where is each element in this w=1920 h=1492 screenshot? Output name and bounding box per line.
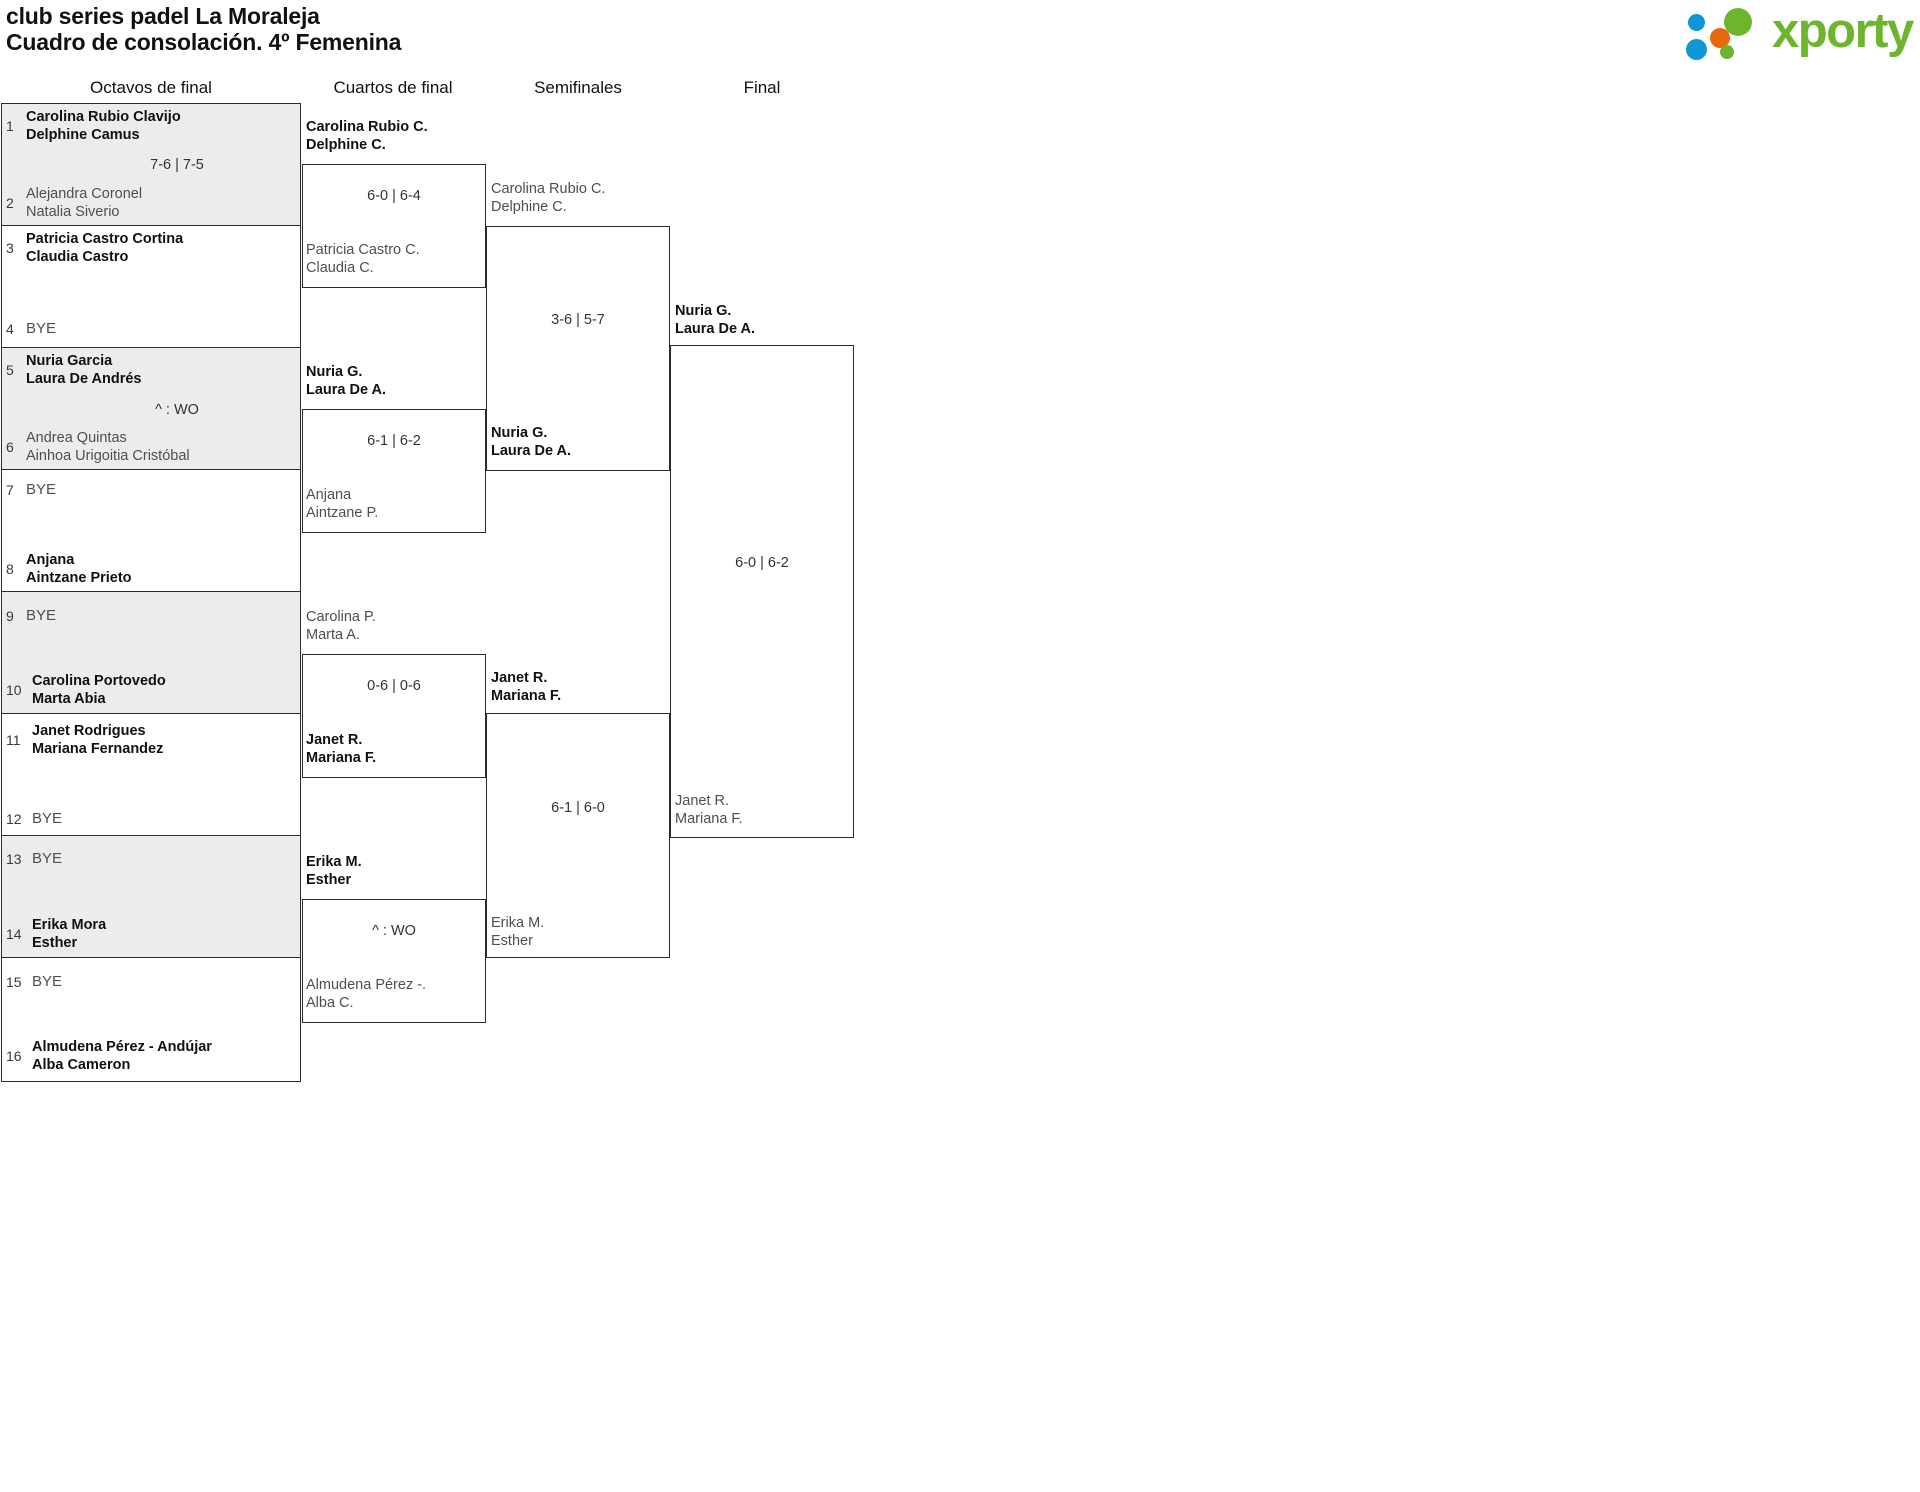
r1-match-5[interactable]: 9 BYE 10 Carolina Portovedo Marta Abia <box>1 591 301 713</box>
logo-dots-icon <box>1686 8 1772 62</box>
seed-names: Nuria Garcia Laura De Andrés <box>26 353 142 387</box>
round-header-octavos: Octavos de final <box>90 78 212 97</box>
seed-number: 5 <box>6 362 14 378</box>
seed-number: 10 <box>6 682 22 698</box>
sf-match-1-box[interactable] <box>486 226 670 471</box>
xporty-logo: xporty <box>1686 4 1914 64</box>
seed-number: 9 <box>6 608 14 624</box>
seed-names: Carolina Rubio Clavijo Delphine Camus <box>26 109 181 143</box>
seed-number: 14 <box>6 926 22 942</box>
r1-score-3: ^ : WO <box>155 402 199 418</box>
qf-match-1-score: 6-0 | 6-4 <box>367 188 421 204</box>
final-team-bottom: Janet R. Mariana F. <box>675 793 743 827</box>
seed-number: 11 <box>6 732 21 748</box>
round-header-cuartos: Cuartos de final <box>333 78 453 97</box>
seed-names: Alejandra Coronel Natalia Siverio <box>26 186 143 220</box>
page-title: club series padel La Moraleja Cuadro de … <box>6 0 906 55</box>
qf-match-2-team-bottom: Anjana Aintzane P. <box>306 487 379 521</box>
r1-match-1[interactable]: 1 Carolina Rubio Clavijo Delphine Camus … <box>1 103 301 225</box>
r1-match-8[interactable]: 15 BYE 16 Almudena Pérez - Andújar Alba … <box>1 957 301 1082</box>
seed-names: Patricia Castro Cortina Claudia Castro <box>26 231 184 265</box>
final-score: 6-0 | 6-2 <box>735 555 789 571</box>
seed-number: 4 <box>6 321 14 337</box>
sf-match-2-score: 6-1 | 6-0 <box>551 800 605 816</box>
sf-match-2-team-bottom: Erika M. Esther <box>491 915 545 949</box>
qf-match-4-box[interactable] <box>302 899 486 1023</box>
seed-number: 7 <box>6 482 14 498</box>
qf-match-3-score: 0-6 | 0-6 <box>367 678 421 694</box>
seed-names: BYE <box>26 320 57 337</box>
seed-names: Anjana Aintzane Prieto <box>26 552 132 586</box>
qf-match-2-team-top: Nuria G. Laura De A. <box>306 364 387 398</box>
seed-number: 16 <box>6 1048 22 1064</box>
seed-names: Almudena Pérez - Andújar Alba Cameron <box>32 1039 212 1073</box>
seed-names: BYE <box>32 850 63 867</box>
seed-names: Erika Mora Esther <box>32 917 107 951</box>
qf-match-2-score: 6-1 | 6-2 <box>367 433 421 449</box>
sf-match-2-team-top: Janet R. Mariana F. <box>491 670 562 704</box>
qf-match-4-team-top: Erika M. Esther <box>306 854 362 888</box>
qf-match-3-team-bottom: Janet R. Mariana F. <box>306 732 377 766</box>
r1-match-3[interactable]: 5 Nuria Garcia Laura De Andrés 6 Andrea … <box>1 347 301 469</box>
r1-match-6[interactable]: 11 Janet Rodrigues Mariana Fernandez 12 … <box>1 713 301 835</box>
seed-names: Carolina Portovedo Marta Abia <box>32 673 166 707</box>
tournament-subtitle: Cuadro de consolación. 4º Femenina <box>6 29 402 55</box>
seed-number: 13 <box>6 851 22 867</box>
seed-number: 12 <box>6 811 22 827</box>
seed-number: 3 <box>6 240 14 256</box>
qf-match-3-team-top: Carolina P. Marta A. <box>306 609 376 643</box>
seed-number: 8 <box>6 561 14 577</box>
qf-match-2-box[interactable] <box>302 409 486 533</box>
seed-number: 1 <box>6 118 14 134</box>
qf-match-3-box[interactable] <box>302 654 486 778</box>
final-match-box[interactable] <box>670 345 854 838</box>
qf-match-1-team-top: Carolina Rubio C. Delphine C. <box>306 119 428 153</box>
round-header-final: Final <box>743 78 781 97</box>
r1-match-2[interactable]: 3 Patricia Castro Cortina Claudia Castro… <box>1 225 301 347</box>
seed-names: Andrea Quintas Ainhoa Urigoitia Cristóba… <box>26 430 190 464</box>
seed-names: BYE <box>32 973 63 990</box>
seed-names: BYE <box>32 810 63 827</box>
seed-names: Janet Rodrigues Mariana Fernandez <box>32 723 164 757</box>
qf-match-1-team-bottom: Patricia Castro C. Claudia C. <box>306 242 420 276</box>
seed-number: 15 <box>6 974 22 990</box>
seed-number: 6 <box>6 439 14 455</box>
tournament-name: club series padel La Moraleja <box>6 3 320 29</box>
round-header-semifinales: Semifinales <box>534 78 622 97</box>
seed-names: BYE <box>26 607 57 624</box>
sf-match-1-team-top: Carolina Rubio C. Delphine C. <box>491 181 606 215</box>
sf-match-1-score: 3-6 | 5-7 <box>551 312 605 328</box>
logo-wordmark: xporty <box>1772 4 1914 58</box>
qf-match-1-box[interactable] <box>302 164 486 288</box>
qf-match-4-score: ^ : WO <box>372 923 416 939</box>
r1-score-1: 7-6 | 7-5 <box>150 157 204 173</box>
seed-names: BYE <box>26 481 57 498</box>
sf-match-2-box[interactable] <box>486 713 670 958</box>
final-team-top: Nuria G. Laura De A. <box>675 303 756 337</box>
seed-number: 2 <box>6 195 14 211</box>
qf-match-4-team-bottom: Almudena Pérez -. Alba C. <box>306 977 427 1011</box>
r1-match-4[interactable]: 7 BYE 8 Anjana Aintzane Prieto <box>1 469 301 591</box>
r1-match-7[interactable]: 13 BYE 14 Erika Mora Esther <box>1 835 301 957</box>
sf-match-1-team-bottom: Nuria G. Laura De A. <box>491 425 572 459</box>
